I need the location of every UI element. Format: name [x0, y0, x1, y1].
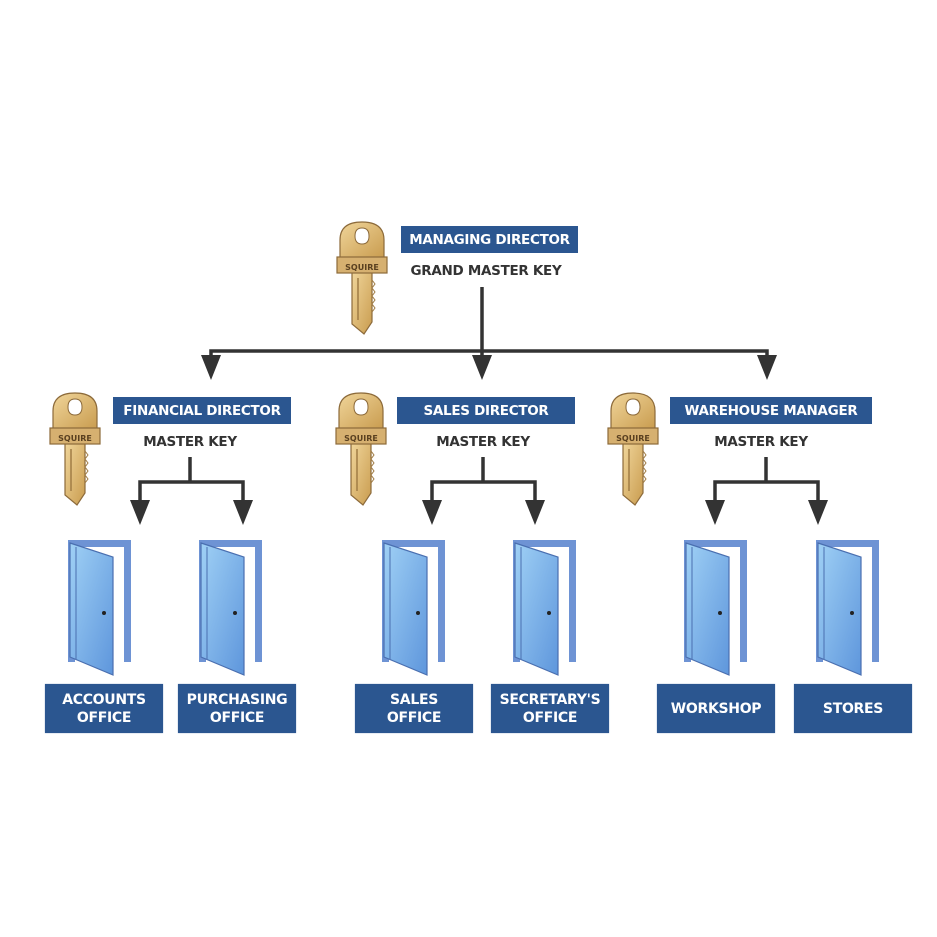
role-text: WAREHOUSE MANAGER: [684, 402, 858, 419]
workshop-door-icon: [683, 539, 748, 676]
key-text: MASTER KEY: [714, 434, 808, 450]
office-line1: SALES: [390, 691, 438, 708]
workshop-label: WORKSHOP: [657, 684, 775, 733]
office-line1: SECRETARY'S: [499, 691, 601, 708]
financial-master-key-icon: [49, 392, 101, 506]
role-text: MANAGING DIRECTOR: [409, 231, 570, 248]
arrow-to-purchasing-office: [233, 500, 253, 525]
purchasing-office-door-icon: [198, 539, 263, 676]
role-text: SALES DIRECTOR: [423, 402, 549, 419]
key-brand-text: SQUIRE: [616, 434, 650, 443]
office-line1: ACCOUNTS: [62, 691, 146, 708]
sales-master-key-icon: [335, 392, 387, 506]
arrow-to-accounts-office: [130, 500, 150, 525]
secretarys-office-door-icon: [512, 539, 577, 676]
key-brand-text: SQUIRE: [344, 434, 378, 443]
key-brand-text: SQUIRE: [345, 263, 379, 272]
office-line2: OFFICE: [386, 709, 442, 726]
sales-master-key-label: MASTER KEY: [423, 434, 543, 450]
warehouse-manager-label: WAREHOUSE MANAGER: [670, 397, 872, 424]
grand-master-key-icon: [336, 221, 388, 335]
arrow-to-secretarys-office: [525, 500, 545, 525]
office-line1: PURCHASING: [186, 691, 288, 708]
key-brand-text: SQUIRE: [58, 434, 92, 443]
root-connector: [209, 287, 769, 358]
managing-director-label: MANAGING DIRECTOR: [401, 226, 578, 253]
arrow-to-sales-office: [422, 500, 442, 525]
warehouse-master-key-label: MASTER KEY: [701, 434, 821, 450]
arrow-to-workshop: [705, 500, 725, 525]
office-line2: OFFICE: [522, 709, 578, 726]
warehouse-master-key-icon: [607, 392, 659, 506]
arrow-to-financial-director: [201, 355, 221, 380]
role-text: FINANCIAL DIRECTOR: [123, 402, 281, 419]
purchasing-office-label: PURCHASING OFFICE: [178, 684, 296, 733]
sales-director-label: SALES DIRECTOR: [397, 397, 575, 424]
sales-office-label: SALES OFFICE: [355, 684, 473, 733]
arrow-to-sales-director: [472, 355, 492, 380]
secretarys-office-label: SECRETARY'S OFFICE: [491, 684, 609, 733]
arrow-to-warehouse-manager: [757, 355, 777, 380]
stores-door-icon: [815, 539, 880, 676]
office-line2: OFFICE: [76, 709, 132, 726]
accounts-office-door-icon: [67, 539, 132, 676]
office-line1: STORES: [822, 700, 884, 717]
grand-master-key-label: GRAND MASTER KEY: [401, 263, 571, 279]
office-line2: OFFICE: [209, 709, 265, 726]
sales-office-door-icon: [381, 539, 446, 676]
stores-label: STORES: [794, 684, 912, 733]
financial-director-label: FINANCIAL DIRECTOR: [113, 397, 291, 424]
key-text: MASTER KEY: [143, 434, 237, 450]
key-text: GRAND MASTER KEY: [410, 263, 562, 279]
office-line1: WORKSHOP: [670, 700, 762, 717]
arrow-to-stores: [808, 500, 828, 525]
key-text: MASTER KEY: [436, 434, 530, 450]
accounts-office-label: ACCOUNTS OFFICE: [45, 684, 163, 733]
financial-master-key-label: MASTER KEY: [130, 434, 250, 450]
